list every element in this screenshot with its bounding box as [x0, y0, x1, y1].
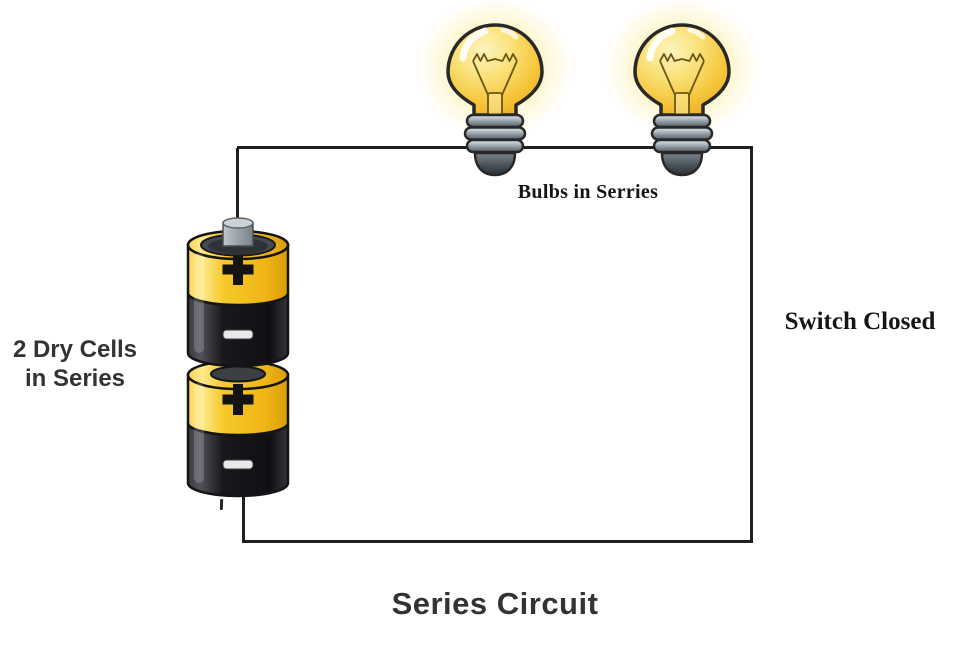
battery-stack [186, 217, 290, 498]
wire-right-segment [750, 146, 753, 543]
light-bulb-right [602, 0, 762, 183]
cells-label-line2: in Series [24, 365, 126, 392]
bulbs-label: Bulbs in Serries [517, 181, 659, 203]
terminal-button [222, 217, 254, 247]
dry-cell-upper [186, 217, 290, 368]
dry-cell-lower [186, 359, 290, 498]
cell-contact [210, 365, 266, 383]
switch-label: Switch Closed [784, 308, 936, 335]
light-bulb-left [415, 0, 575, 183]
wire-bottom-segment [242, 540, 753, 543]
wire-left-upper-segment [236, 148, 239, 226]
diagram-title: Series Circuit [391, 586, 599, 621]
cells-label: 2 Dry Cells in Series [0, 335, 150, 393]
cells-label-line1: 2 Dry Cells [12, 336, 138, 363]
wire-left-lower-segment [242, 488, 245, 543]
